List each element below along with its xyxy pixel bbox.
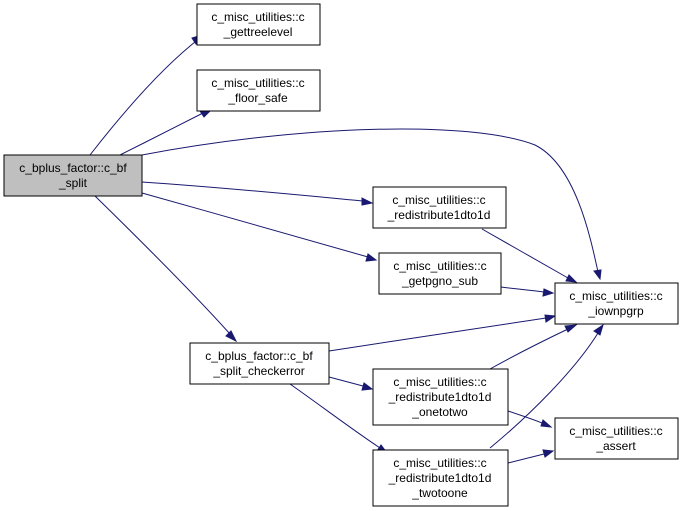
node-label-line: c_misc_utilities::c (569, 289, 662, 303)
node-label-line: _assert (595, 439, 636, 453)
node-c-bf-split-checkerror[interactable]: c_bplus_factor::c_bf _split_checkerror (189, 342, 330, 385)
node-label-line: c_misc_utilities::c (569, 424, 662, 438)
node-label-line: c_misc_utilities::c (211, 76, 304, 90)
edge-root-to-iownpgrp (141, 128, 602, 281)
edge-redistribute1dto1d-to-iownpgrp (481, 228, 578, 283)
node-c-iownpgrp[interactable]: c_misc_utilities::c _iownpgrp (554, 282, 679, 325)
node-c-assert[interactable]: c_misc_utilities::c _assert (554, 417, 679, 460)
edge-root-to-getpgno-sub (141, 192, 378, 262)
node-label-line: c_misc_utilities::c (393, 456, 486, 470)
edge-getpgno-sub-to-iownpgrp (500, 286, 555, 297)
edge-checkerror-to-iownpgrp (328, 314, 557, 352)
node-label-line: _redistribute1dto1d (388, 390, 492, 404)
node-label-line: _redistribute1dto1d (387, 208, 491, 222)
node-c-floor-safe[interactable]: c_misc_utilities::c _floor_safe (196, 69, 321, 112)
node-label-line: _split_checkerror (212, 364, 304, 378)
node-label-line: c_bplus_factor::c_bf (205, 349, 313, 363)
node-label-line: c_bplus_factor::c_bf (19, 161, 127, 175)
node-label-line: _iownpgrp (587, 304, 644, 318)
node-label-line: _floor_safe (227, 91, 288, 105)
node-c-redistribute1dto1d[interactable]: c_misc_utilities::c _redistribute1dto1d (372, 186, 507, 229)
edge-root-to-redistribute1dto1d (141, 181, 374, 206)
node-c-redistribute1dto1d-onetotwo[interactable]: c_misc_utilities::c _redistribute1dto1d … (372, 368, 509, 426)
edge-twotoone-to-iownpgrp (489, 323, 604, 449)
node-label-line: _onetotwo (411, 405, 468, 419)
node-c-redistribute1dto1d-twotoone[interactable]: c_misc_utilities::c _redistribute1dto1d … (372, 449, 509, 507)
node-label-line: _getpgno_sub (401, 274, 478, 288)
node-label-line: c_misc_utilities::c (392, 193, 485, 207)
edge-root-to-checkerror (94, 195, 238, 343)
node-label-line: _gettreelevel (223, 25, 293, 39)
edge-checkerror-to-twotoone (289, 383, 389, 454)
node-c-getpgno-sub[interactable]: c_misc_utilities::c _getpgno_sub (378, 252, 502, 295)
edge-root-to-gettreelevel (89, 32, 207, 156)
node-label-line: c_misc_utilities::c (393, 259, 486, 273)
node-label-line: c_misc_utilities::c (211, 10, 304, 24)
edge-checkerror-to-onetotwo (328, 376, 374, 391)
node-label-line: _redistribute1dto1d (388, 471, 492, 485)
edge-onetotwo-to-iownpgrp (489, 324, 578, 370)
edge-root-to-floor-safe (119, 107, 215, 156)
node-label-line: _split (58, 176, 88, 190)
node-c-bf-split[interactable]: c_bplus_factor::c_bf _split (3, 154, 143, 197)
node-c-gettreelevel[interactable]: c_misc_utilities::c _gettreelevel (196, 3, 321, 46)
edge-twotoone-to-assert (507, 449, 555, 464)
node-label-line: c_misc_utilities::c (393, 375, 486, 389)
node-label-line: _twotoone (411, 486, 468, 500)
